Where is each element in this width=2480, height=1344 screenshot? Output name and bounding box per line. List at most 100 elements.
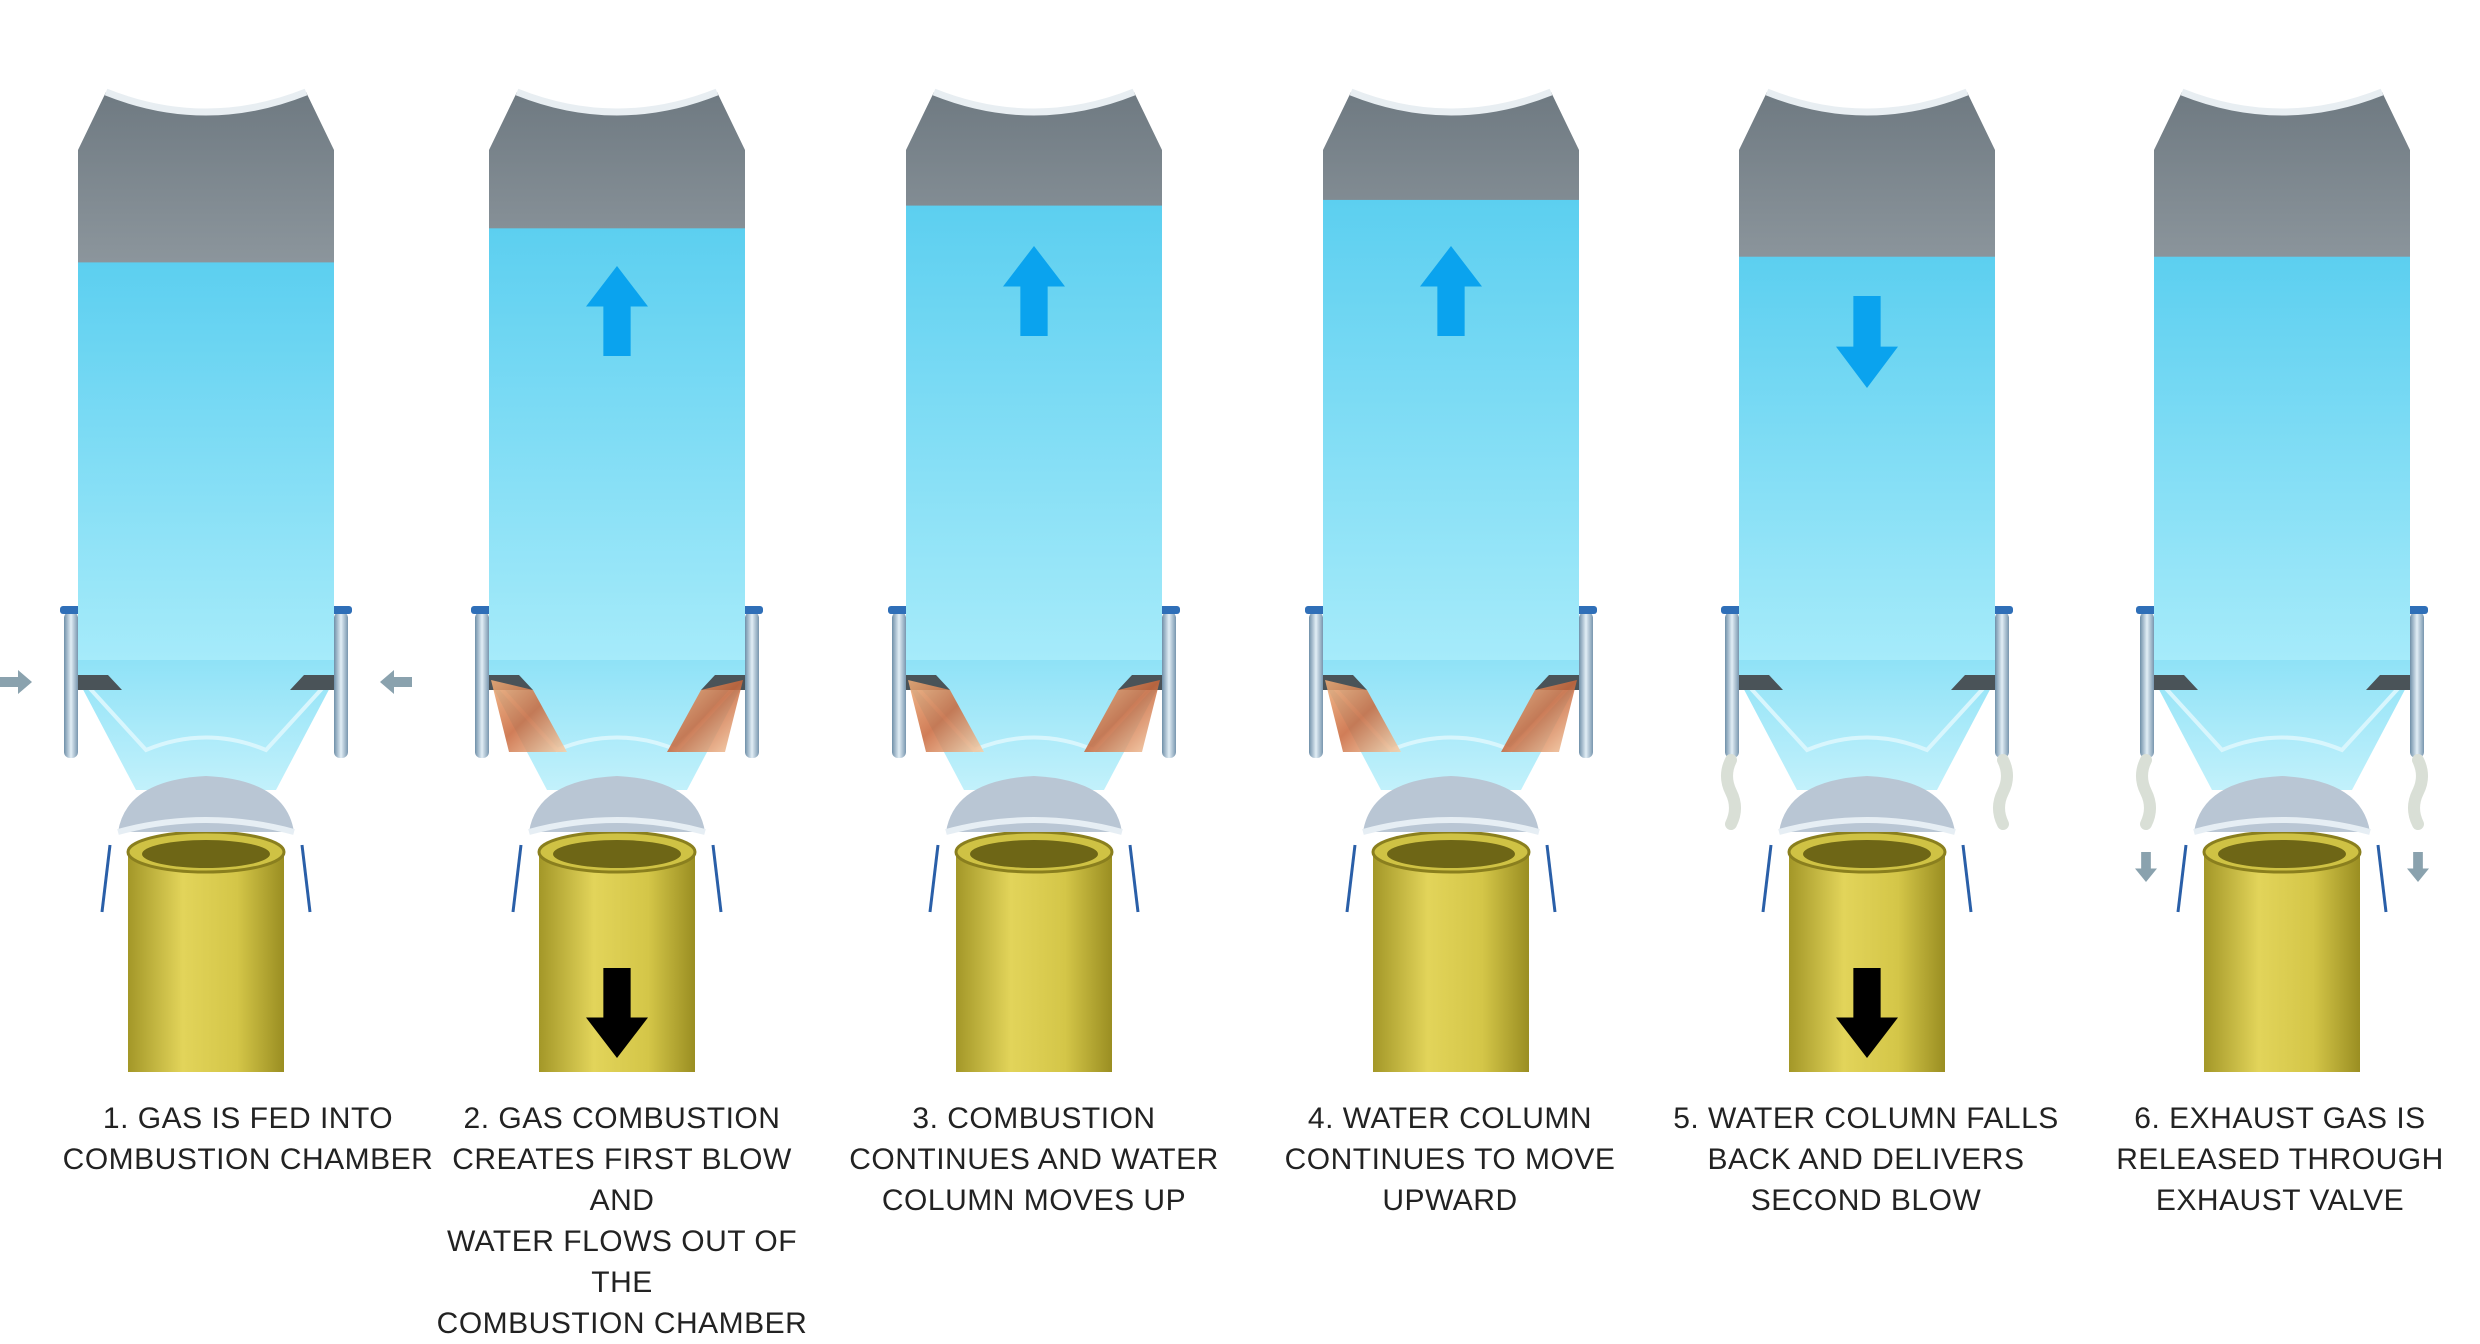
pipe-bracket-left bbox=[511, 844, 523, 913]
chamber-shelf-right bbox=[290, 675, 334, 690]
rod-cap-right bbox=[1991, 606, 2013, 614]
pump-stage-3 bbox=[888, 88, 1180, 1072]
caption-line: CONTINUES TO MOVE bbox=[1284, 1143, 1616, 1176]
pipe-opening bbox=[553, 840, 681, 868]
rod-cap-left bbox=[471, 606, 493, 614]
water-up-arrow bbox=[1003, 246, 1065, 336]
rod-cap-right bbox=[741, 606, 763, 614]
rod-cap-left bbox=[1721, 606, 1743, 614]
stage-caption-6: 6. EXHAUST GAS IS RELEASED THROUGH EXHAU… bbox=[2080, 1098, 2480, 1221]
support-rod-left bbox=[1309, 612, 1323, 758]
support-rod-right bbox=[1995, 612, 2009, 758]
outlet-pipe bbox=[2204, 850, 2360, 1072]
combustion-chamber bbox=[1323, 660, 1579, 790]
chamber-shelf-left bbox=[2154, 675, 2198, 690]
stage-caption-4: 4. WATER COLUMN CONTINUES TO MOVE UPWARD bbox=[1250, 1098, 1650, 1221]
gas-inlet-arrow-right bbox=[380, 670, 412, 694]
pipe-bracket-left bbox=[1345, 844, 1357, 913]
caption-line: UPWARD bbox=[1382, 1184, 1518, 1217]
exhaust-smoke-right bbox=[1993, 754, 2013, 830]
pipe-opening bbox=[142, 840, 270, 868]
caption-line: 5. WATER COLUMN FALLS bbox=[1673, 1102, 2059, 1135]
pipe-down-arrow bbox=[586, 968, 648, 1058]
pipe-bracket-left bbox=[100, 844, 112, 913]
collar-rim bbox=[1778, 817, 1956, 835]
stage-caption-2: 2. GAS COMBUSTION CREATES FIRST BLOW AND… bbox=[422, 1098, 822, 1344]
outlet-pipe bbox=[956, 850, 1112, 1072]
support-rod-right bbox=[334, 612, 348, 758]
chamber-shelf-right bbox=[2366, 675, 2410, 690]
pipe-bracket-left bbox=[2176, 844, 2188, 913]
combustion-chamber bbox=[489, 660, 745, 790]
flame-right bbox=[1501, 680, 1577, 752]
pump-stage-4 bbox=[1305, 88, 1597, 1072]
connector-collar bbox=[118, 776, 294, 832]
collar-rim bbox=[945, 817, 1123, 835]
caption-line: 3. COMBUSTION bbox=[912, 1102, 1156, 1135]
pipe-bracket-right bbox=[1128, 844, 1140, 913]
pipe-bracket-right bbox=[1545, 844, 1557, 913]
pipe-opening bbox=[2218, 840, 2346, 868]
caption-line: EXHAUST VALVE bbox=[2155, 1184, 2405, 1217]
outlet-pipe bbox=[1373, 850, 1529, 1072]
support-rod-right bbox=[2410, 612, 2424, 758]
pump-stage-5 bbox=[1721, 88, 2013, 1072]
caption-line: COMBUSTION CHAMBER bbox=[436, 1307, 808, 1340]
rod-cap-left bbox=[888, 606, 910, 614]
support-rod-left bbox=[475, 612, 489, 758]
flame-right bbox=[1084, 680, 1160, 752]
flame-left bbox=[1325, 680, 1401, 752]
stage-caption-5: 5. WATER COLUMN FALLS BACK AND DELIVERS … bbox=[1666, 1098, 2066, 1221]
exhaust-smoke-left bbox=[1721, 754, 1741, 830]
pump-stage-1 bbox=[0, 88, 412, 1072]
column-body bbox=[2154, 92, 2410, 660]
collar-rim bbox=[117, 817, 295, 835]
pipe-opening bbox=[1387, 840, 1515, 868]
pump-stage-6 bbox=[2135, 88, 2429, 1072]
connector-collar bbox=[1363, 776, 1539, 832]
pipe-down-arrow bbox=[1836, 968, 1898, 1058]
pipe-bracket-left bbox=[1761, 844, 1773, 913]
pipe-opening bbox=[1803, 840, 1931, 868]
rod-cap-left bbox=[2136, 606, 2158, 614]
connector-collar bbox=[2194, 776, 2370, 832]
support-rod-right bbox=[1162, 612, 1176, 758]
exhaust-smoke-left bbox=[2136, 754, 2156, 830]
combustion-chamber bbox=[2154, 660, 2410, 790]
exhaust-arrow-right bbox=[2407, 852, 2429, 882]
connector-collar bbox=[529, 776, 705, 832]
exhaust-arrow-left bbox=[2135, 852, 2157, 882]
caption-line: CONTINUES AND WATER bbox=[849, 1143, 1219, 1176]
combustion-chamber bbox=[78, 660, 334, 790]
stage-caption-3: 3. COMBUSTION CONTINUES AND WATER COLUMN… bbox=[834, 1098, 1234, 1221]
support-rod-left bbox=[2140, 612, 2154, 758]
flame-left bbox=[908, 680, 984, 752]
caption-line: 2. GAS COMBUSTION bbox=[463, 1102, 781, 1135]
water-up-arrow bbox=[586, 266, 648, 356]
pump-stage-diagram bbox=[0, 88, 2429, 1072]
rod-cap-right bbox=[1575, 606, 1597, 614]
water-column bbox=[2154, 256, 2410, 660]
support-rod-left bbox=[1725, 612, 1739, 758]
column-body bbox=[1323, 92, 1579, 660]
exhaust-smoke-right bbox=[2408, 754, 2428, 830]
collar-rim bbox=[528, 817, 706, 835]
rod-cap-right bbox=[330, 606, 352, 614]
rod-cap-right bbox=[1158, 606, 1180, 614]
support-rod-left bbox=[892, 612, 906, 758]
column-body bbox=[489, 92, 745, 660]
chamber-shelf-left bbox=[1739, 675, 1783, 690]
pipe-bracket-right bbox=[711, 844, 723, 913]
pipe-bracket-right bbox=[1961, 844, 1973, 913]
top-rim bbox=[515, 88, 719, 116]
stage-caption-1: 1. GAS IS FED INTO COMBUSTION CHAMBER bbox=[48, 1098, 448, 1180]
caption-line: 6. EXHAUST GAS IS bbox=[2134, 1102, 2426, 1135]
chamber-inner-edge bbox=[82, 680, 330, 753]
connector-collar bbox=[946, 776, 1122, 832]
top-rim bbox=[104, 88, 308, 116]
collar-rim bbox=[1362, 817, 1540, 835]
pipe-bracket-left bbox=[928, 844, 940, 913]
caption-line: BACK AND DELIVERS bbox=[1707, 1143, 2025, 1176]
caption-line: SECOND BLOW bbox=[1750, 1184, 1982, 1217]
outlet-pipe bbox=[128, 850, 284, 1072]
